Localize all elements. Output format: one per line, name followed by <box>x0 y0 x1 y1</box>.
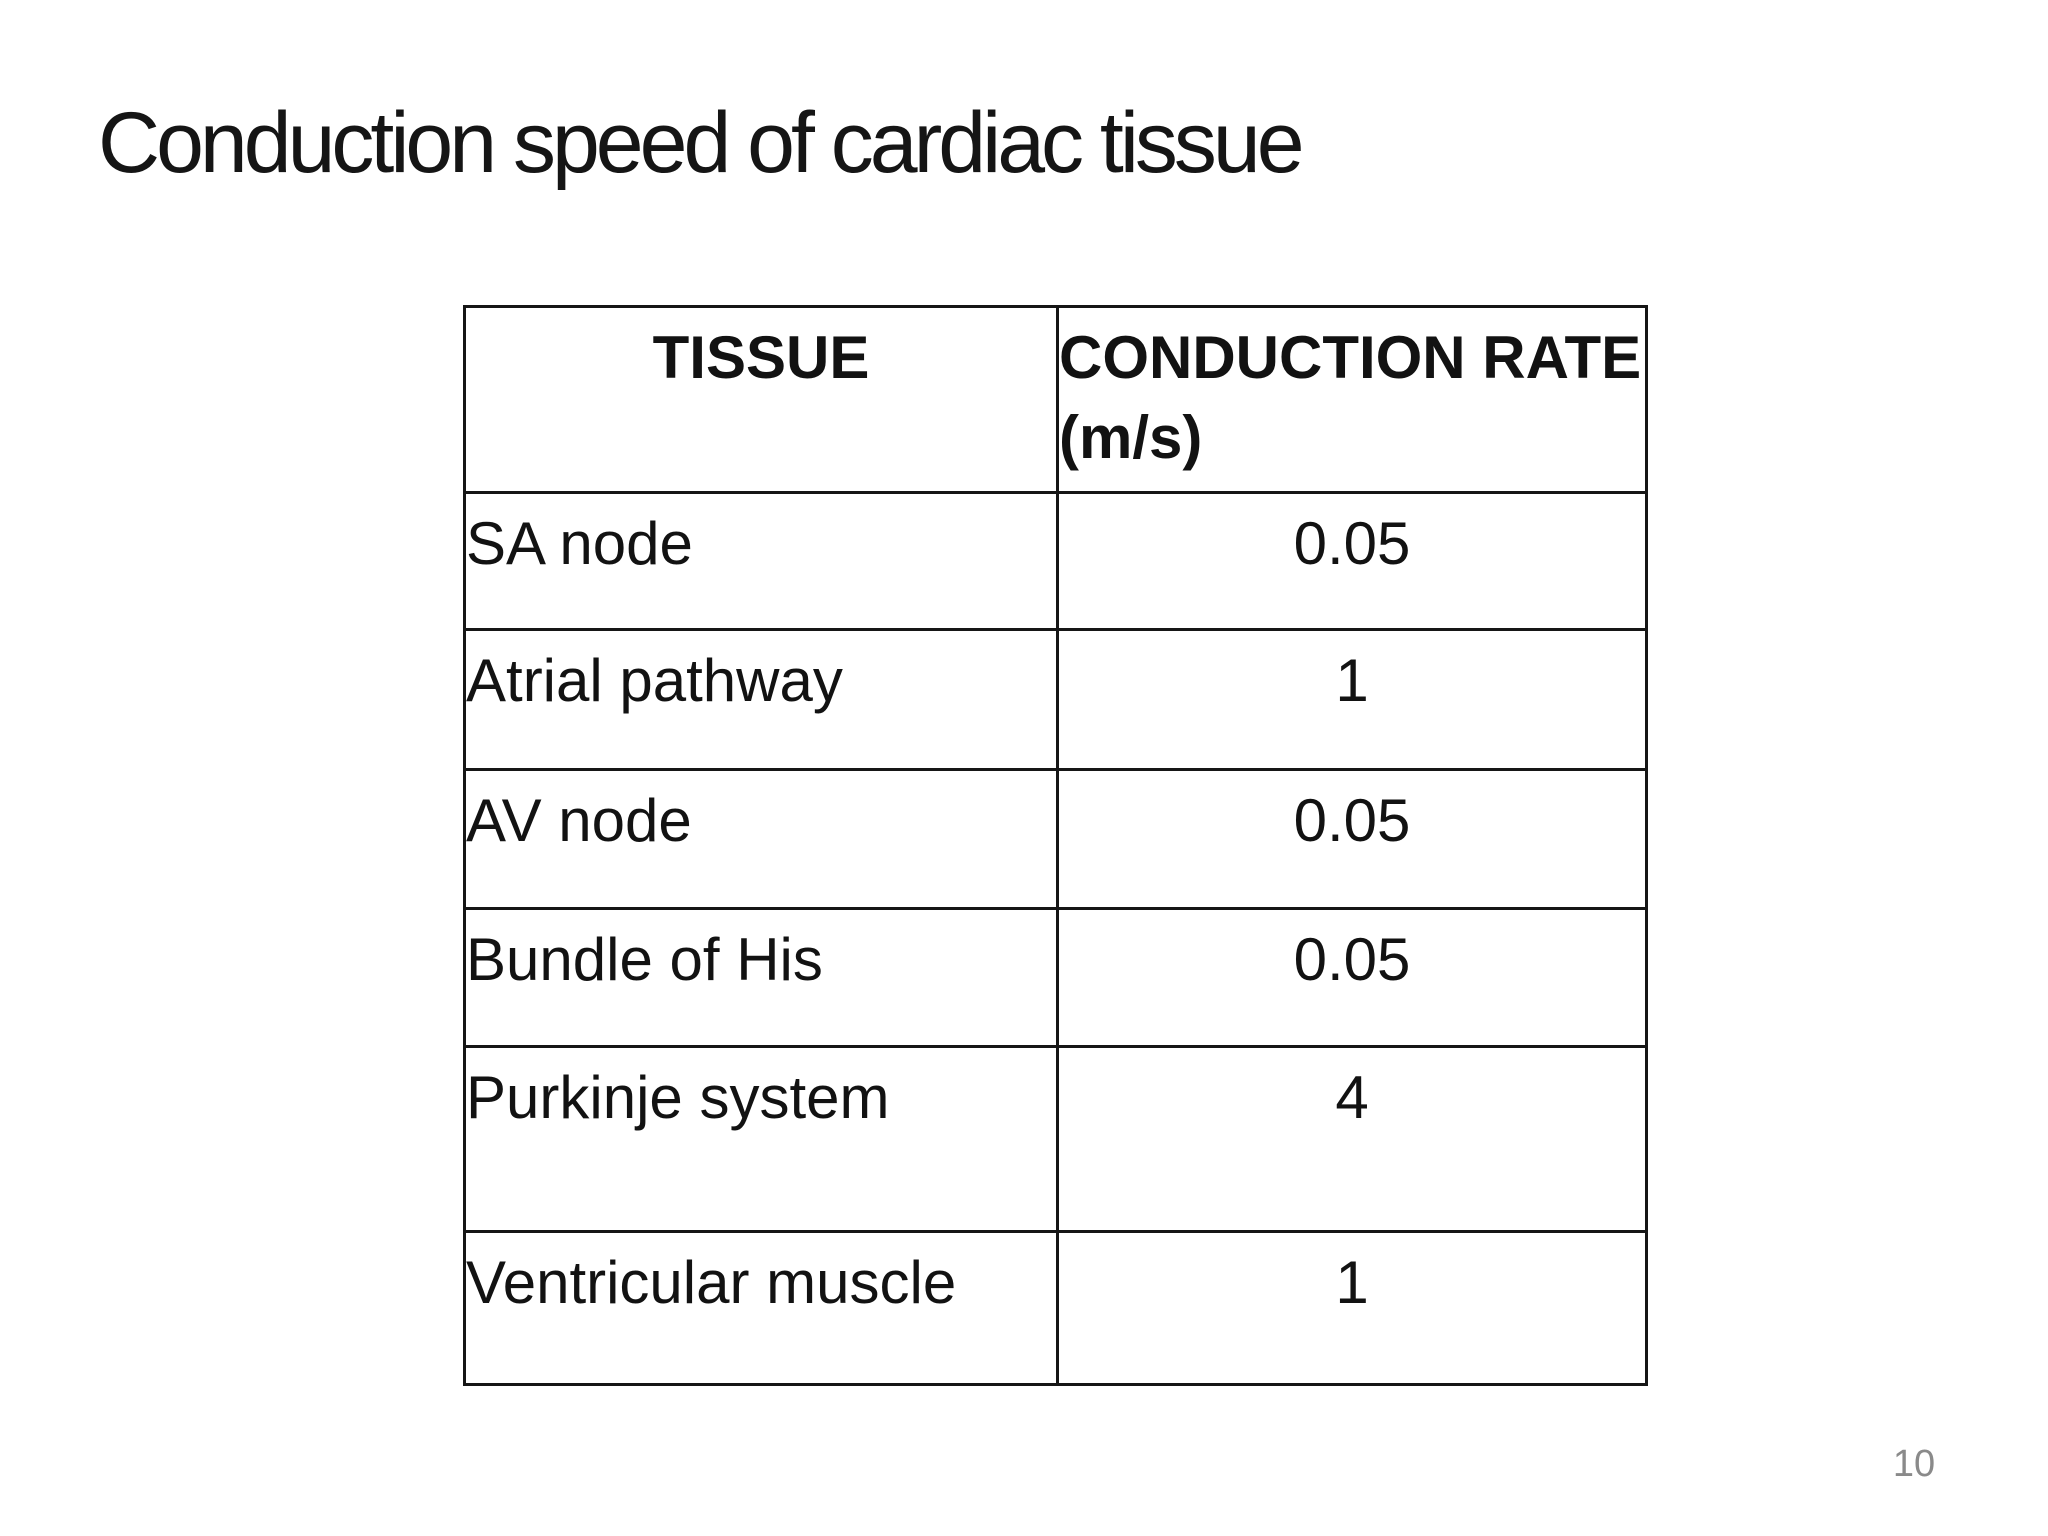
rate-cell: 0.05 <box>1056 907 1648 1048</box>
tissue-cell: Atrial pathway <box>463 628 1059 771</box>
rate-cell: 0.05 <box>1056 768 1648 910</box>
table-row: Ventricular muscle 1 <box>463 1230 1648 1386</box>
rate-cell: 1 <box>1056 628 1648 771</box>
column-header-conduction-rate: CONDUCTION RATE (m/s) <box>1056 305 1648 494</box>
slide-title: Conduction speed of cardiac tissue <box>98 95 1305 191</box>
rate-cell: 4 <box>1056 1045 1648 1233</box>
tissue-cell: Bundle of His <box>463 907 1059 1048</box>
column-header-tissue: TISSUE <box>463 305 1059 494</box>
tissue-cell: SA node <box>463 491 1059 631</box>
table-row: Atrial pathway 1 <box>463 628 1648 771</box>
tissue-cell: AV node <box>463 768 1059 910</box>
table-row: AV node 0.05 <box>463 768 1648 910</box>
page-number: 10 <box>1892 1443 1936 1485</box>
conduction-speed-table: TISSUE CONDUCTION RATE (m/s) SA node 0.0… <box>463 305 1648 1386</box>
rate-cell: 1 <box>1056 1230 1648 1386</box>
table-header-row: TISSUE CONDUCTION RATE (m/s) <box>463 305 1648 494</box>
table-row: Purkinje system 4 <box>463 1045 1648 1233</box>
tissue-cell: Ventricular muscle <box>463 1230 1059 1386</box>
table-row: Bundle of His 0.05 <box>463 907 1648 1048</box>
table-row: SA node 0.05 <box>463 491 1648 631</box>
rate-cell: 0.05 <box>1056 491 1648 631</box>
tissue-cell: Purkinje system <box>463 1045 1059 1233</box>
